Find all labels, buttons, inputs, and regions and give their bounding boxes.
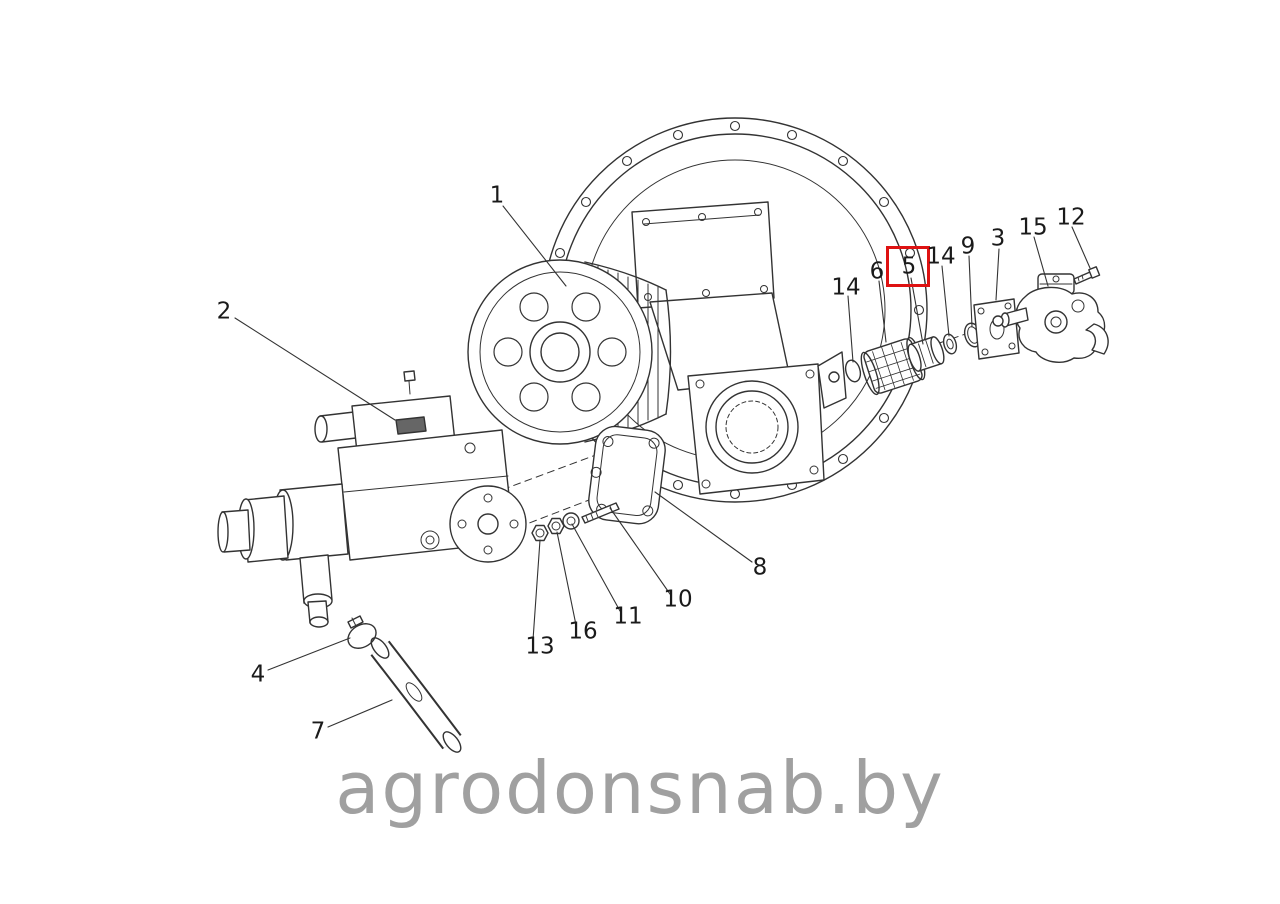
part-label-14a: 14 — [831, 274, 861, 301]
part-label-11: 11 — [613, 603, 643, 630]
part-label-3: 3 — [990, 225, 1006, 252]
nut-13 — [531, 524, 549, 542]
part-label-2: 2 — [216, 298, 232, 325]
part-label-10: 10 — [663, 586, 693, 613]
part-label-13: 13 — [525, 633, 555, 660]
part-label-15: 15 — [1018, 214, 1048, 241]
part-label-9: 9 — [960, 233, 976, 260]
part-label-7: 7 — [310, 718, 326, 745]
part-label-1: 1 — [489, 182, 505, 209]
watermark: agrodonsnab.by — [335, 746, 945, 830]
part-label-16: 16 — [568, 618, 598, 645]
part-label-4: 4 — [250, 661, 266, 688]
bushing-5 — [907, 336, 945, 372]
pump-assembly — [217, 370, 527, 628]
gearbox-housing — [631, 201, 847, 495]
hand-pump — [992, 273, 1109, 363]
part-label-14b: 14 — [926, 243, 956, 270]
hose-clamp — [347, 615, 377, 649]
part-label-12: 12 — [1056, 204, 1086, 231]
washer-11 — [562, 512, 580, 530]
washer-14b — [942, 333, 958, 355]
bolt-12 — [1073, 266, 1101, 285]
snap-ring-14a — [844, 359, 862, 383]
part-label-5: 5 — [901, 253, 917, 280]
gasket — [588, 425, 666, 525]
hose — [370, 637, 462, 753]
mounting-hardware — [531, 502, 620, 542]
leader-lines — [234, 205, 1091, 728]
part-label-8: 8 — [752, 554, 768, 581]
pulley — [467, 259, 672, 445]
gasket-plate-3 — [973, 298, 1020, 360]
part-label-6: 6 — [869, 258, 885, 285]
highlight-box-part-5 — [886, 246, 930, 287]
nut-16 — [547, 517, 565, 535]
